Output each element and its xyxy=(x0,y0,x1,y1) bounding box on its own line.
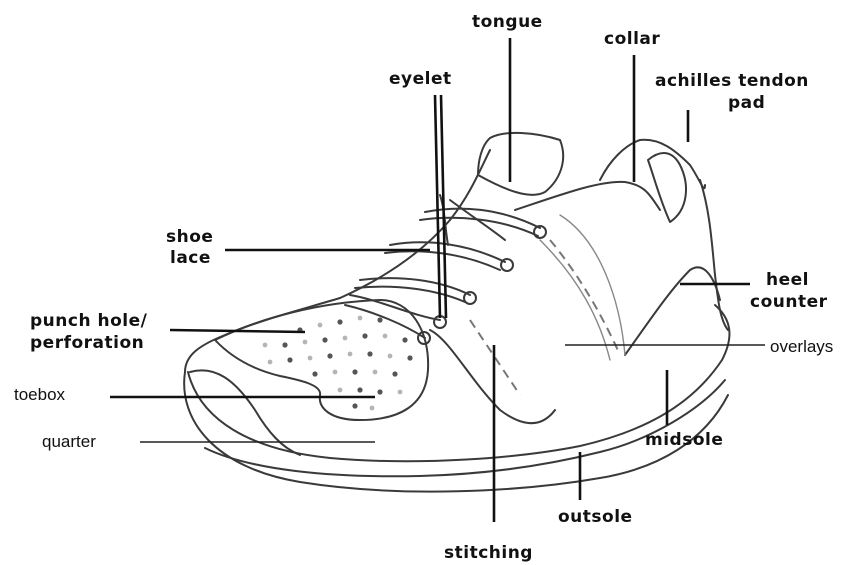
achilles-pad-outline xyxy=(648,153,686,222)
label-midsole: midsole xyxy=(645,430,723,450)
label-shoe-lace-line2: lace xyxy=(170,248,211,268)
part-labels: tongue collar achilles tendon pad eyelet… xyxy=(14,12,833,563)
vamp-line xyxy=(430,330,555,423)
label-collar: collar xyxy=(604,29,660,49)
heel-outline xyxy=(700,180,728,330)
label-eyelet: eyelet xyxy=(389,69,452,89)
heel-curve xyxy=(560,215,625,355)
label-heel-counter-line1: heel xyxy=(766,270,809,290)
label-achilles-line1: achilles tendon xyxy=(655,71,809,91)
label-toebox: toebox xyxy=(14,385,66,404)
label-tongue: tongue xyxy=(472,12,543,32)
sole-inner-line xyxy=(205,380,725,476)
label-achilles-line2: pad xyxy=(728,93,765,113)
heel-counter xyxy=(625,267,720,355)
overlay-curve xyxy=(540,240,610,360)
collar-outline xyxy=(515,182,660,210)
label-shoe-lace-line1: shoe xyxy=(166,227,213,247)
label-quarter: quarter xyxy=(42,432,96,451)
label-stitching: stitching xyxy=(444,543,533,563)
label-punch-hole-line2: perforation xyxy=(30,333,144,353)
punch-hole-leader xyxy=(170,330,305,332)
eyelet-leader-1 xyxy=(435,95,440,318)
label-punch-hole-line1: punch hole/ xyxy=(30,311,148,331)
toebox-overlay xyxy=(215,300,428,420)
label-outsole: outsole xyxy=(558,507,633,527)
toe-front xyxy=(185,298,340,372)
tongue-outline xyxy=(478,133,563,195)
collar-inner xyxy=(600,140,705,188)
upper-top-line xyxy=(340,150,490,298)
label-overlays: overlays xyxy=(770,337,833,356)
label-heel-counter-line2: counter xyxy=(750,292,828,312)
